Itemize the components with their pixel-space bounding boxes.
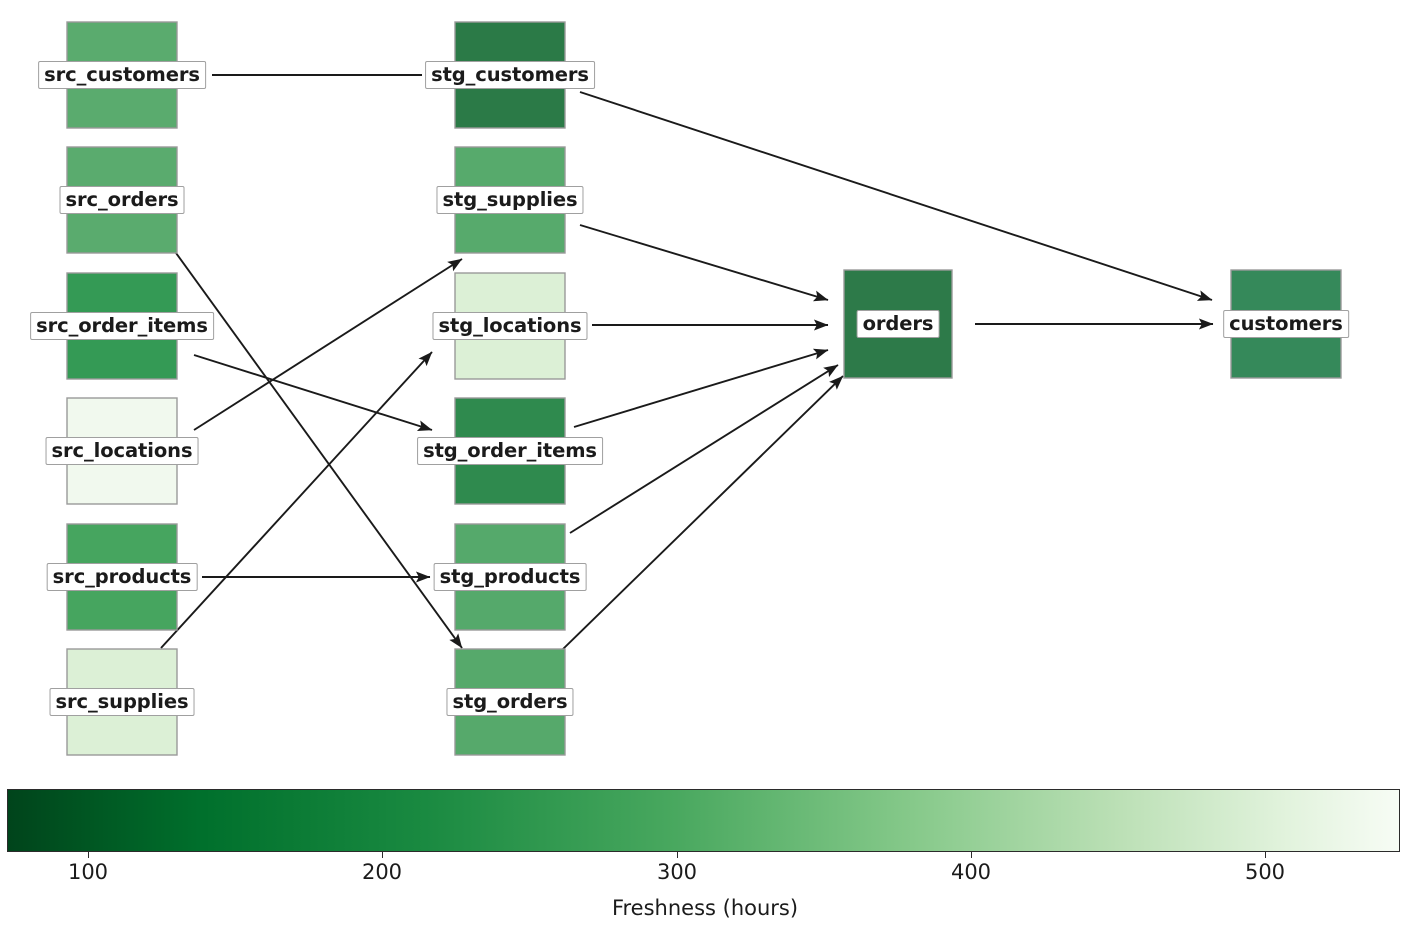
node-label-stg_locations[interactable]: stg_locations: [432, 311, 588, 341]
node-label-src_locations[interactable]: src_locations: [45, 436, 199, 466]
colorbar-tick-300: [677, 852, 678, 858]
node-label-stg_order_items[interactable]: stg_order_items: [417, 436, 603, 466]
edge-stg_customers-to-customers: [579, 91, 1213, 301]
edge-stg_order_items-to-orders: [573, 348, 829, 428]
node-label-src_supplies[interactable]: src_supplies: [49, 687, 195, 717]
colorbar-ticklabel-200: 200: [361, 860, 403, 884]
node-label-src_order_items[interactable]: src_order_items: [30, 311, 214, 341]
colorbar-ticklabel-100: 100: [67, 860, 109, 884]
node-label-src_products[interactable]: src_products: [46, 562, 198, 592]
colorbar-ticklabel-400: 400: [950, 860, 992, 884]
colorbar-ticklabel-300: 300: [656, 860, 698, 884]
colorbar-tick-200: [382, 852, 383, 858]
colorbar: [7, 789, 1400, 852]
colorbar-tick-100: [88, 852, 89, 858]
edge-stg_supplies-to-orders: [579, 224, 829, 302]
node-label-src_orders[interactable]: src_orders: [59, 185, 185, 215]
edge-src_orders-to-stg_orders: [175, 252, 463, 649]
colorbar-axis-label: Freshness (hours): [611, 896, 799, 920]
colorbar-ticklabel-500: 500: [1244, 860, 1286, 884]
edges-layer: [160, 74, 1214, 651]
node-label-stg_supplies[interactable]: stg_supplies: [436, 185, 584, 215]
colorbar-gradient: [7, 789, 1400, 852]
edge-src_locations-to-stg_locations: [193, 258, 463, 431]
node-label-stg_customers[interactable]: stg_customers: [425, 60, 595, 90]
edge-src_supplies-to-stg_locations: [160, 351, 433, 649]
node-label-customers[interactable]: customers: [1223, 309, 1349, 339]
edge-src_order_items-to-stg_order_items: [193, 354, 433, 432]
edge-stg_orders-to-orders: [561, 375, 844, 651]
node-label-src_customers[interactable]: src_customers: [38, 60, 206, 90]
node-label-stg_products[interactable]: stg_products: [433, 562, 587, 592]
colorbar-tick-400: [971, 852, 972, 858]
node-label-stg_orders[interactable]: stg_orders: [446, 687, 574, 717]
colorbar-tick-500: [1265, 852, 1266, 858]
node-label-orders[interactable]: orders: [856, 309, 940, 339]
edge-stg_products-to-orders: [569, 364, 839, 534]
